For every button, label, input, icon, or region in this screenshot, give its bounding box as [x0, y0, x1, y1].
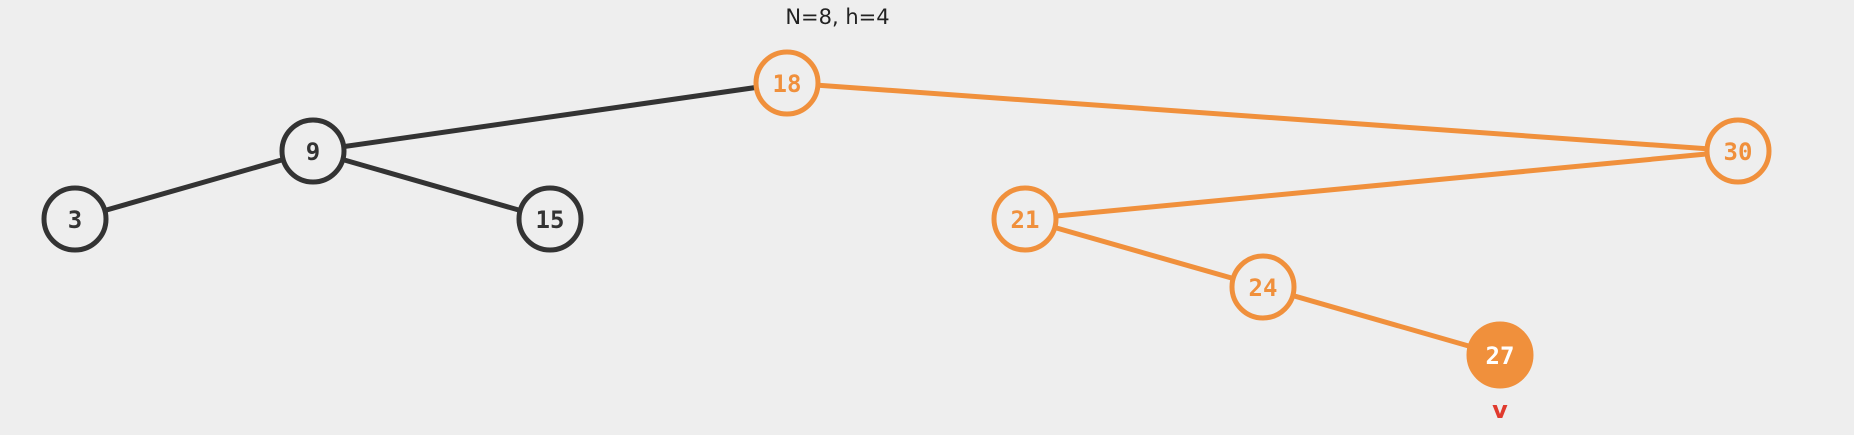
- tree-edge: [1024, 148, 1739, 222]
- tree-node[interactable]: 9: [279, 117, 347, 185]
- tree-node-circle: [41, 185, 109, 253]
- tree-node[interactable]: 15: [516, 185, 584, 253]
- tree-node-label: 18: [773, 70, 802, 98]
- tree-node-circle: [1704, 117, 1772, 185]
- tree-edge: [1024, 216, 1264, 290]
- tree-nodes: 18 9 3 15 30 21 24 27: [41, 49, 1772, 389]
- tree-node-circle: [516, 185, 584, 253]
- tree-node-label: 27: [1486, 342, 1515, 370]
- vertex-marker-label: v: [1492, 396, 1508, 424]
- tree-node[interactable]: 24: [1229, 253, 1297, 321]
- tree-node-circle: [279, 117, 347, 185]
- tree-node[interactable]: 3: [41, 185, 109, 253]
- tree-node-label: 9: [306, 138, 320, 166]
- tree-node[interactable]: 21: [991, 185, 1059, 253]
- tree-edge: [74, 148, 314, 222]
- tree-node-label: 3: [68, 206, 82, 234]
- tree-edge: [312, 148, 551, 222]
- tree-node-circle: [1229, 253, 1297, 321]
- tree-node[interactable]: 27: [1466, 321, 1534, 389]
- tree-node-circle: [991, 185, 1059, 253]
- tree-node-circle: [1466, 321, 1534, 389]
- vertex-marker-layer: v: [1492, 396, 1508, 424]
- tree-edge: [312, 80, 788, 154]
- tree-stats-caption: N=8, h=4: [785, 5, 890, 29]
- tree-node-label: 15: [536, 206, 565, 234]
- tree-edges: [74, 80, 1739, 358]
- tree-node[interactable]: 18: [753, 49, 821, 117]
- tree-edge: [786, 80, 1739, 154]
- tree-node-label: 21: [1011, 206, 1040, 234]
- tree-edge: [1262, 284, 1501, 358]
- tree-node-label: 24: [1249, 274, 1278, 302]
- tree-node[interactable]: 30: [1704, 117, 1772, 185]
- tree-node-label: 30: [1724, 138, 1753, 166]
- tree-node-circle: [753, 49, 821, 117]
